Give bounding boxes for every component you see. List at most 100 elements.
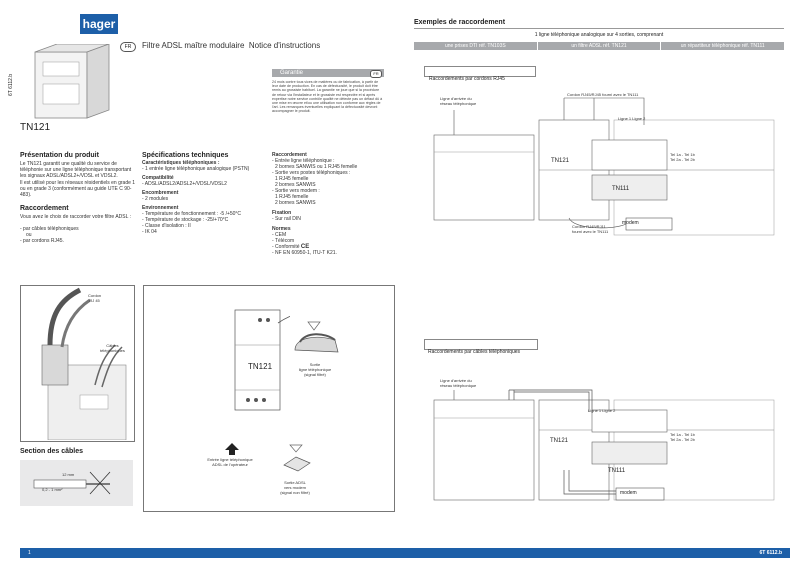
rj45-text: RJ 45: [89, 298, 100, 303]
footer-bar: 1 6T 6112.b: [20, 548, 790, 558]
entree-text-2: ADSL de l'opérateur: [212, 462, 248, 467]
spec-section-title: Encombrement: [142, 190, 179, 196]
rj45-arrivee-label: Ligne d'arrivée du réseau téléphonique: [440, 96, 476, 106]
cables-tel-labels: Tel 1a - Tel 1b Tel 2a - Tel 2b: [670, 432, 695, 442]
cordon-label: Cordon RJ 45: [88, 293, 101, 303]
arrivee-text-2: réseau téléphonique: [440, 383, 477, 388]
raccordement-option-or: ou: [26, 232, 32, 238]
spec-line: 2 bornes SANWIS: [275, 182, 316, 188]
spec-line: - Conformité: [272, 244, 300, 250]
spec-line: - Température de stockage : -25/+70°C: [142, 217, 229, 223]
brand-logo: hager: [80, 14, 118, 34]
garantie-title: Garantie: [280, 70, 304, 76]
spec-line: - Sortie vers modem :: [272, 188, 320, 194]
spec-line: - ADSL/ADSL2/ADSL2+/VDSL/VDSL2: [142, 181, 227, 187]
entree-label: Entrée ligne téléphonique ADSL de l'opér…: [195, 457, 265, 467]
entree-arrow-icon: [225, 443, 239, 455]
spec-line: 2 bornes SANWIS ou 1 RJ45 femelle: [275, 164, 358, 170]
spec-line: - 2 modules: [142, 196, 169, 202]
rj45-tn121-label: TN121: [551, 158, 570, 164]
conformite-line: - Conformité CE: [272, 244, 392, 250]
tn121-device-drawing: [234, 309, 290, 411]
arrivee-text-1: Ligne d'arrivée du: [440, 96, 472, 101]
tel-1-text: Tel 1a - Tel 1b: [670, 152, 695, 157]
examples-table-header: une prises DTI réf. TN103S un filtre ADS…: [414, 42, 784, 50]
raccordement-text: Vous avez le choix de raccorder votre fi…: [20, 214, 131, 220]
examples-table-title: 1 ligne téléphonique analogique sur 4 so…: [534, 32, 664, 38]
tel-2-text: Tel 2a - Tel 2b: [670, 437, 695, 442]
spec-line: - 1 entrée ligne téléphonique analogique…: [142, 166, 250, 172]
cables-title: Raccordements par câbles téléphoniques: [428, 349, 520, 355]
table-col-1: une prises DTI réf. TN103S: [414, 42, 538, 50]
tel-2-text: Tel 2a - Tel 2b: [670, 157, 695, 162]
spec-section-title: Caractéristiques téléphoniques :: [142, 160, 220, 166]
sortie-telephone-label: Sortie ligne téléphonique (signal filtré…: [285, 362, 345, 377]
rj45-diagram: [433, 97, 775, 236]
spec-line: - Sur rail DIN: [272, 216, 301, 222]
sortie-tel-text-2: ligne téléphonique: [298, 367, 332, 372]
spec-line: - IK 04: [142, 229, 157, 235]
cables-text: Câbles: [106, 343, 119, 348]
garantie-text: 24 mois contre tous vices de matières ou…: [272, 80, 383, 114]
product-name: TN121: [20, 122, 51, 133]
sortie-adsl-label: Sortie ADSL vers modem (signal non filtr…: [265, 480, 325, 495]
ce-mark: CE: [300, 244, 310, 250]
raccordement-spec-title: Raccordement: [272, 152, 307, 158]
cable-figure-illustration: [41, 287, 127, 440]
rj45-tel-labels: Tel 1a - Tel 1b Tel 2a - Tel 2b: [670, 152, 695, 162]
rj45-ligne-label: Ligne 1 Ligne 2: [618, 116, 646, 121]
fr-badge: FR: [120, 42, 136, 52]
fixation-title: Fixation: [272, 210, 292, 216]
cables-arrivee-label: Ligne d'arrivée du réseau téléphonique: [440, 378, 476, 388]
cables-text-2: téléphoniques: [100, 348, 125, 353]
telephone-icon: [294, 321, 339, 353]
tn121-label: TN121: [248, 362, 273, 371]
specs-title: Spécifications techniques: [142, 152, 229, 159]
product-illustration: [34, 44, 110, 119]
spec-section-title: Compatibilité: [142, 175, 174, 181]
footer-ref: 6T 6112.b: [759, 550, 782, 556]
entree-text-1: Entrée ligne téléphonique: [207, 457, 253, 462]
spec-line: - Température de fonctionnement : -5 /+5…: [142, 211, 242, 217]
raccordement-spec: Raccordement - Entrée ligne téléphonique…: [272, 152, 392, 256]
examples-title: Exemples de raccordement: [414, 19, 506, 26]
subtitle-text: Notice d'instructions: [248, 41, 321, 50]
raccordement-title: Raccordement: [20, 205, 69, 212]
strip-length: 12 mm: [62, 472, 75, 477]
sortie-adsl-text-2: vers modem: [283, 485, 306, 490]
raccordement-option-2: - par cordons RJ45.: [20, 238, 64, 244]
modem-icon: [283, 444, 311, 472]
spec-line: - NF EN 60950-1, ITU-T K21.: [272, 250, 337, 256]
presentation-text-1: Le TN121 garantit une qualité du service…: [20, 161, 132, 179]
garantie-fr-badge: FR: [370, 70, 382, 78]
wire-section: 0,2 - 1 mm²: [42, 487, 63, 492]
spec-line: - Télécom: [272, 238, 295, 244]
arrivee-text-2: réseau téléphonique: [440, 101, 477, 106]
cordon-text: Cordon: [88, 293, 102, 298]
title-text: Filtre ADSL maître modulaire: [142, 41, 245, 50]
cables-title-box: Raccordements par câbles téléphoniques: [424, 339, 538, 355]
rj45-title-box: Raccordements par cordons RJ45: [424, 66, 536, 82]
section-cables-title: Section des câbles: [20, 448, 84, 455]
rj45-modem-label: modem: [622, 220, 639, 226]
page-number: 1: [28, 550, 31, 556]
cordon-bottom-text-1: Cordon RJ45/RJ11: [572, 224, 606, 229]
cables-ligne-label: Ligne 1 Ligne 2: [588, 408, 616, 413]
spec-line: - Sortie vers postes téléphoniques :: [272, 170, 351, 176]
spec-line: - Entrée ligne téléphonique :: [272, 158, 335, 164]
rj45-cordon-bottom: Cordon RJ45/RJ11 fourni avec le TN111: [572, 224, 608, 234]
sortie-tel-text-1: Sortie: [309, 362, 321, 367]
table-col-2: un filtre ADSL réf. TN121: [538, 42, 662, 50]
tel-1-text: Tel 1a - Tel 1b: [670, 432, 695, 437]
examples-divider: [414, 28, 784, 29]
spec-line: - Classe d'isolation : II: [142, 223, 191, 229]
sortie-adsl-text-1: Sortie ADSL: [284, 480, 306, 485]
spec-line: - CEM: [272, 232, 287, 238]
spec-line: 1 RJ45 femelle: [275, 194, 309, 200]
raccordement-option-1: - par câbles téléphoniques: [20, 226, 79, 232]
cables-diagram: [433, 389, 775, 501]
product-ref-code: 6T 6112.b: [8, 73, 14, 96]
normes-title: Normes: [272, 226, 291, 232]
rj45-title: Raccordements par cordons RJ45: [429, 76, 505, 82]
specs-list: Caractéristiques téléphoniques : - 1 ent…: [142, 160, 267, 235]
